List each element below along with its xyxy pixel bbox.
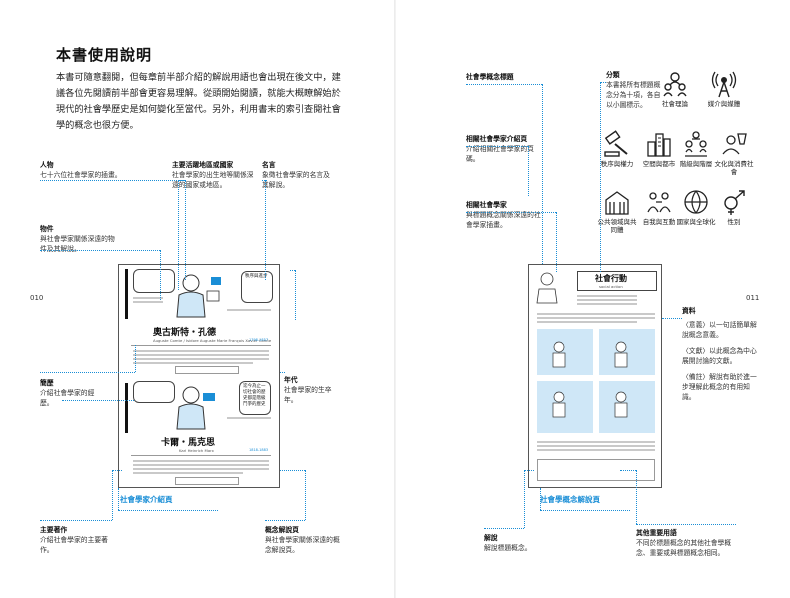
label-concept-page: 概念解說頁與社會學家關係深遠的概念解說頁。: [265, 526, 340, 554]
mock-name-1: 奧古斯特・孔德: [153, 328, 217, 338]
category-cell: 媒介與媒體: [704, 70, 744, 108]
public-sphere-icon: [597, 188, 637, 216]
category-cell: 秩序與權力: [597, 130, 637, 168]
category-cell: 自我與互動: [639, 188, 679, 226]
quote-bubble-1: 秩序與進步: [241, 271, 273, 303]
category-label: 社會理論: [662, 100, 688, 108]
category-label: 文化與消費社會: [714, 160, 754, 176]
category-label: 空間與都市: [642, 160, 676, 168]
person-illustration-1: [176, 274, 221, 318]
label-quote: 名言象徵社會學家的名言及其解說。: [262, 161, 330, 189]
label-item: 物件與社會學家關係深遠的物件及其解說。: [40, 225, 115, 253]
category-cell: 國家與全球化: [676, 188, 716, 226]
mock-name-2: 卡爾・馬克思: [161, 438, 216, 448]
caption-sociologist-page: 社會學家介紹頁: [120, 495, 173, 504]
person-illustration-2: [176, 386, 215, 430]
label-years: 年代社會學家的生卒年。: [284, 376, 332, 404]
mock-concept-subtitle: social action: [599, 284, 623, 289]
category-label: 秩序與權力: [600, 160, 634, 168]
category-cell: 文化與消費社會: [714, 130, 754, 176]
mock-name-2-sub: Karl Heinrich Marx: [179, 448, 214, 453]
label-country: 主要活躍地區或國家社會學家的出生地等關係深遠的國家或地區。: [172, 161, 254, 189]
mock-concept-title: 社會行動: [595, 274, 627, 283]
category-label: 公共領域與共同體: [597, 218, 637, 234]
category-label: 國家與全球化: [676, 218, 716, 226]
intro-paragraph: 本書可隨意翻閱，但每章前半部介紹的解說用語也會出現在後文中，建議各位先閱讀前半部…: [56, 72, 341, 131]
caption-concept-page: 社會學概念解說頁: [540, 495, 600, 504]
concept-diagram: [552, 341, 628, 418]
label-related-sociologist: 相關社會學家與標題概念關係深遠的社會學家插畫。: [466, 201, 541, 229]
mock-name-1-sub: Auguste Comte / Isidore Auguste Marie Fr…: [153, 338, 272, 343]
bio-bubble-2: [133, 381, 175, 403]
category-cell: 階級與階層: [676, 130, 716, 168]
sociologist-page-mockup: 秩序與進步 奧古斯特・孔德 Auguste Comte / Isidore Au…: [118, 264, 280, 488]
page-number-left: 010: [30, 294, 44, 302]
category-cell: 社會理論: [655, 70, 695, 108]
class-gap-icon: [676, 130, 716, 158]
label-material: 資料 〈意義〉以一句話簡單解說概念意義。 〈文獻〉以此概念為中心展開討論的文獻。…: [682, 307, 757, 401]
nation-globalization-icon: [676, 188, 716, 216]
label-works: 主要著作介紹社會學家的主要著作。: [40, 526, 108, 554]
society-theory-icon: [655, 70, 695, 98]
category-cell: 性別: [714, 188, 754, 226]
category-cell: 公共領域與共同體: [597, 188, 637, 234]
page-title: 本書使用說明: [56, 46, 153, 64]
bio-bubble-1: [133, 269, 175, 293]
label-related-page: 相關社會學家介紹頁介紹相關社會學家的頁碼。: [466, 135, 534, 163]
label-other-terms: 其他重要用語不同於標題概念的其他社會學概念、重要或與標題概念相同。: [636, 529, 732, 557]
culture-consumption-icon: [714, 130, 754, 158]
gender-icon: [714, 188, 754, 216]
self-interaction-icon: [639, 188, 679, 216]
category-label: 性別: [727, 218, 741, 226]
category-cell: 空間與都市: [639, 130, 679, 168]
mock-years-1: 1798-1857: [249, 338, 269, 342]
media-icon: [704, 70, 744, 98]
space-city-icon: [639, 130, 679, 158]
side-bar: [125, 269, 128, 319]
label-explain: 解說解說標題概念。: [484, 534, 532, 552]
category-label: 自我與互動: [642, 218, 676, 226]
label-person: 人物七十六位社會學家的插畫。: [40, 161, 122, 179]
category-label: 媒介與媒體: [707, 100, 741, 108]
label-bio: 簡歷介紹社會學家的經歷。: [40, 379, 95, 407]
page-number-right: 011: [746, 294, 760, 302]
category-label: 階級與階層: [679, 160, 713, 168]
label-concept-title: 社會學概念標題: [466, 73, 514, 81]
concept-page-mockup: 社會行動 social action: [528, 264, 662, 488]
label-category: 分類本書將所有標題概念分為十項，各自以小圖標示。: [606, 71, 661, 109]
quote-bubble-2: 迄今為止一切社會的歷史都是階級鬥爭的歷史: [239, 381, 271, 415]
book-gutter: [394, 0, 396, 598]
concept-illustration: [536, 272, 558, 304]
mock-years-2: 1818-1883: [249, 448, 269, 452]
order-power-icon: [597, 130, 637, 158]
